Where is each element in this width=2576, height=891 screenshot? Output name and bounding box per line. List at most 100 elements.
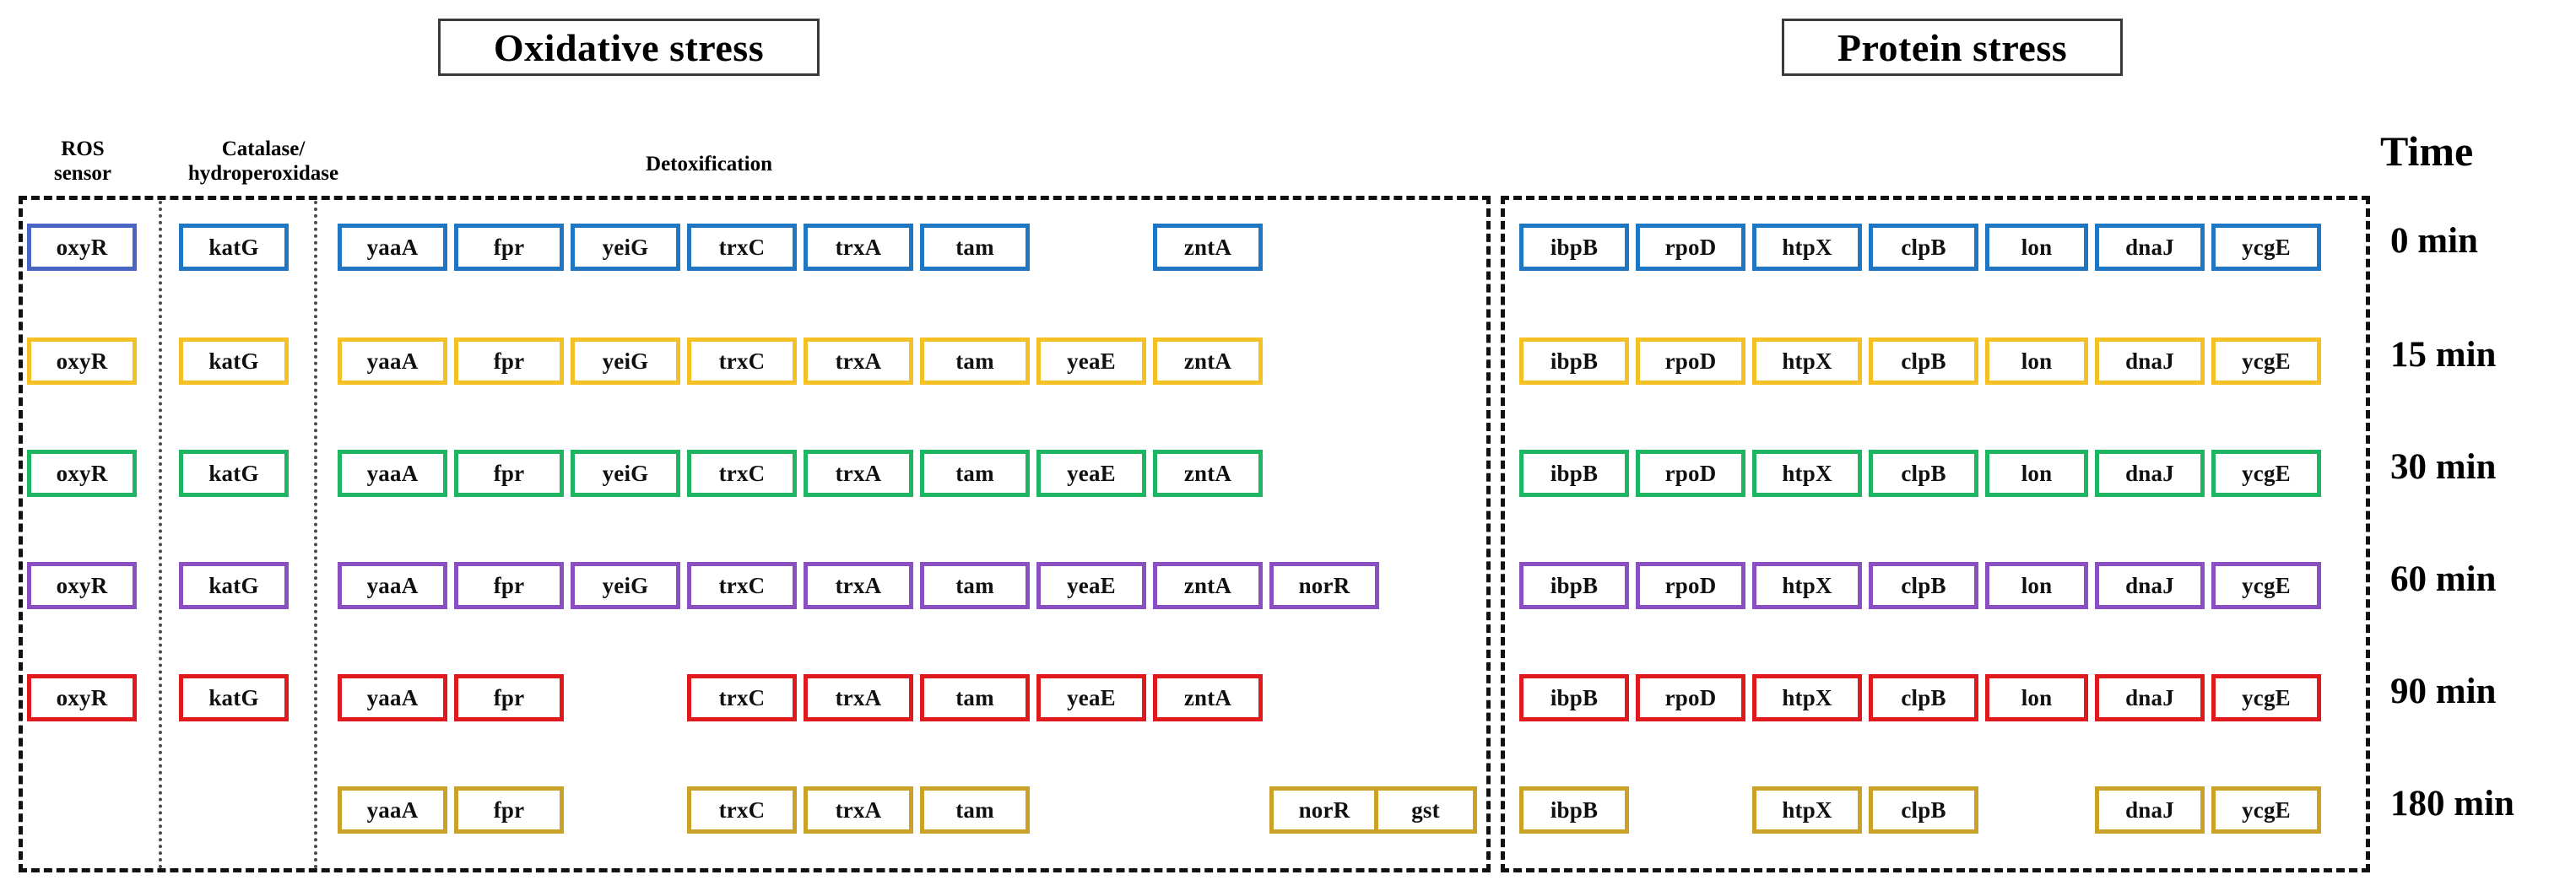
gene-box-clpB-t30[interactable]: clpB xyxy=(1869,450,1978,497)
gene-box-fpr-t0[interactable]: fpr xyxy=(454,224,564,271)
gene-box-trxA-t60[interactable]: trxA xyxy=(804,562,913,609)
gene-box-lon-t60[interactable]: lon xyxy=(1985,562,2088,609)
gene-box-trxA-t90[interactable]: trxA xyxy=(804,674,913,721)
gene-box-yaaA-t180[interactable]: yaaA xyxy=(338,786,447,834)
gene-box-tam-t0[interactable]: tam xyxy=(920,224,1030,271)
gene-box-oxyR-t60[interactable]: oxyR xyxy=(27,562,137,609)
gene-box-trxC-t60[interactable]: trxC xyxy=(687,562,797,609)
gene-box-ibpB-t30[interactable]: ibpB xyxy=(1519,450,1629,497)
gene-box-trxA-t15[interactable]: trxA xyxy=(804,338,913,385)
gene-box-norR-t60[interactable]: norR xyxy=(1269,562,1379,609)
gene-box-yeiG-t0[interactable]: yeiG xyxy=(571,224,680,271)
gene-box-katG-t30[interactable]: katG xyxy=(179,450,289,497)
gene-slot-empty-norR-t15 xyxy=(1269,338,1379,385)
gene-box-zntA-t0[interactable]: zntA xyxy=(1153,224,1263,271)
gene-box-lon-t30[interactable]: lon xyxy=(1985,450,2088,497)
gene-box-trxA-t30[interactable]: trxA xyxy=(804,450,913,497)
gene-box-htpX-t15[interactable]: htpX xyxy=(1752,338,1862,385)
gene-box-trxC-t0[interactable]: trxC xyxy=(687,224,797,271)
gene-box-rpoD-t90[interactable]: rpoD xyxy=(1636,674,1745,721)
gene-box-htpX-t180[interactable]: htpX xyxy=(1752,786,1862,834)
gene-box-trxA-t0[interactable]: trxA xyxy=(804,224,913,271)
gene-box-gst-t180[interactable]: gst xyxy=(1374,786,1477,834)
gene-box-lon-t15[interactable]: lon xyxy=(1985,338,2088,385)
gene-box-dnaJ-t30[interactable]: dnaJ xyxy=(2095,450,2205,497)
gene-box-htpX-t0[interactable]: htpX xyxy=(1752,224,1862,271)
gene-box-yeaE-t15[interactable]: yeaE xyxy=(1036,338,1146,385)
gene-box-oxyR-t30[interactable]: oxyR xyxy=(27,450,137,497)
gene-box-ibpB-t60[interactable]: ibpB xyxy=(1519,562,1629,609)
header-ros-sensor-line2: sensor xyxy=(53,161,112,185)
gene-box-fpr-t15[interactable]: fpr xyxy=(454,338,564,385)
gene-box-htpX-t90[interactable]: htpX xyxy=(1752,674,1862,721)
gene-box-yeaE-t60[interactable]: yeaE xyxy=(1036,562,1146,609)
gene-box-tam-t90[interactable]: tam xyxy=(920,674,1030,721)
gene-box-dnaJ-t90[interactable]: dnaJ xyxy=(2095,674,2205,721)
gene-box-trxC-t15[interactable]: trxC xyxy=(687,338,797,385)
gene-box-yeiG-t60[interactable]: yeiG xyxy=(571,562,680,609)
gene-box-yeaE-t90[interactable]: yeaE xyxy=(1036,674,1146,721)
gene-box-tam-t30[interactable]: tam xyxy=(920,450,1030,497)
gene-box-trxA-t180[interactable]: trxA xyxy=(804,786,913,834)
gene-box-dnaJ-t0[interactable]: dnaJ xyxy=(2095,224,2205,271)
gene-box-yaaA-t15[interactable]: yaaA xyxy=(338,338,447,385)
gene-box-oxyR-t15[interactable]: oxyR xyxy=(27,338,137,385)
gene-box-tam-t180[interactable]: tam xyxy=(920,786,1030,834)
gene-box-clpB-t90[interactable]: clpB xyxy=(1869,674,1978,721)
gene-box-tam-t60[interactable]: tam xyxy=(920,562,1030,609)
gene-box-katG-t60[interactable]: katG xyxy=(179,562,289,609)
gene-box-rpoD-t15[interactable]: rpoD xyxy=(1636,338,1745,385)
gene-box-yaaA-t90[interactable]: yaaA xyxy=(338,674,447,721)
gene-box-oxyR-t0[interactable]: oxyR xyxy=(27,224,137,271)
gene-box-htpX-t30[interactable]: htpX xyxy=(1752,450,1862,497)
gene-box-katG-t15[interactable]: katG xyxy=(179,338,289,385)
gene-box-tam-t15[interactable]: tam xyxy=(920,338,1030,385)
gene-box-clpB-t15[interactable]: clpB xyxy=(1869,338,1978,385)
gene-box-clpB-t60[interactable]: clpB xyxy=(1869,562,1978,609)
gene-box-yeiG-t15[interactable]: yeiG xyxy=(571,338,680,385)
gene-box-dnaJ-t60[interactable]: dnaJ xyxy=(2095,562,2205,609)
gene-box-lon-t0[interactable]: lon xyxy=(1985,224,2088,271)
gene-box-yeaE-t30[interactable]: yeaE xyxy=(1036,450,1146,497)
gene-box-rpoD-t30[interactable]: rpoD xyxy=(1636,450,1745,497)
gene-box-lon-t90[interactable]: lon xyxy=(1985,674,2088,721)
gene-box-zntA-t30[interactable]: zntA xyxy=(1153,450,1263,497)
gene-box-katG-t0[interactable]: katG xyxy=(179,224,289,271)
gene-box-trxC-t90[interactable]: trxC xyxy=(687,674,797,721)
gene-slot-empty-yeaE-t0 xyxy=(1036,224,1146,271)
gene-box-zntA-t90[interactable]: zntA xyxy=(1153,674,1263,721)
gene-box-ibpB-t90[interactable]: ibpB xyxy=(1519,674,1629,721)
gene-box-norR-t180[interactable]: norR xyxy=(1269,786,1379,834)
gene-box-zntA-t60[interactable]: zntA xyxy=(1153,562,1263,609)
gene-box-ycgE-t90[interactable]: ycgE xyxy=(2211,674,2321,721)
gene-box-oxyR-t90[interactable]: oxyR xyxy=(27,674,137,721)
gene-box-ibpB-t15[interactable]: ibpB xyxy=(1519,338,1629,385)
gene-box-trxC-t30[interactable]: trxC xyxy=(687,450,797,497)
gene-box-zntA-t15[interactable]: zntA xyxy=(1153,338,1263,385)
gene-box-yaaA-t0[interactable]: yaaA xyxy=(338,224,447,271)
gene-box-fpr-t60[interactable]: fpr xyxy=(454,562,564,609)
banner-oxidative-stress: Oxidative stress xyxy=(438,19,820,76)
gene-box-trxC-t180[interactable]: trxC xyxy=(687,786,797,834)
gene-box-katG-t90[interactable]: katG xyxy=(179,674,289,721)
gene-box-fpr-t30[interactable]: fpr xyxy=(454,450,564,497)
gene-box-ycgE-t60[interactable]: ycgE xyxy=(2211,562,2321,609)
gene-box-ycgE-t30[interactable]: ycgE xyxy=(2211,450,2321,497)
gene-box-ycgE-t0[interactable]: ycgE xyxy=(2211,224,2321,271)
gene-box-ibpB-t0[interactable]: ibpB xyxy=(1519,224,1629,271)
gene-box-rpoD-t0[interactable]: rpoD xyxy=(1636,224,1745,271)
gene-box-yaaA-t60[interactable]: yaaA xyxy=(338,562,447,609)
gene-box-ycgE-t180[interactable]: ycgE xyxy=(2211,786,2321,834)
gene-box-ibpB-t180[interactable]: ibpB xyxy=(1519,786,1629,834)
gene-box-yeiG-t30[interactable]: yeiG xyxy=(571,450,680,497)
gene-box-htpX-t60[interactable]: htpX xyxy=(1752,562,1862,609)
gene-box-dnaJ-t15[interactable]: dnaJ xyxy=(2095,338,2205,385)
gene-box-clpB-t0[interactable]: clpB xyxy=(1869,224,1978,271)
gene-box-clpB-t180[interactable]: clpB xyxy=(1869,786,1978,834)
gene-box-ycgE-t15[interactable]: ycgE xyxy=(2211,338,2321,385)
gene-box-fpr-t90[interactable]: fpr xyxy=(454,674,564,721)
gene-box-fpr-t180[interactable]: fpr xyxy=(454,786,564,834)
gene-box-yaaA-t30[interactable]: yaaA xyxy=(338,450,447,497)
gene-box-rpoD-t60[interactable]: rpoD xyxy=(1636,562,1745,609)
gene-box-dnaJ-t180[interactable]: dnaJ xyxy=(2095,786,2205,834)
